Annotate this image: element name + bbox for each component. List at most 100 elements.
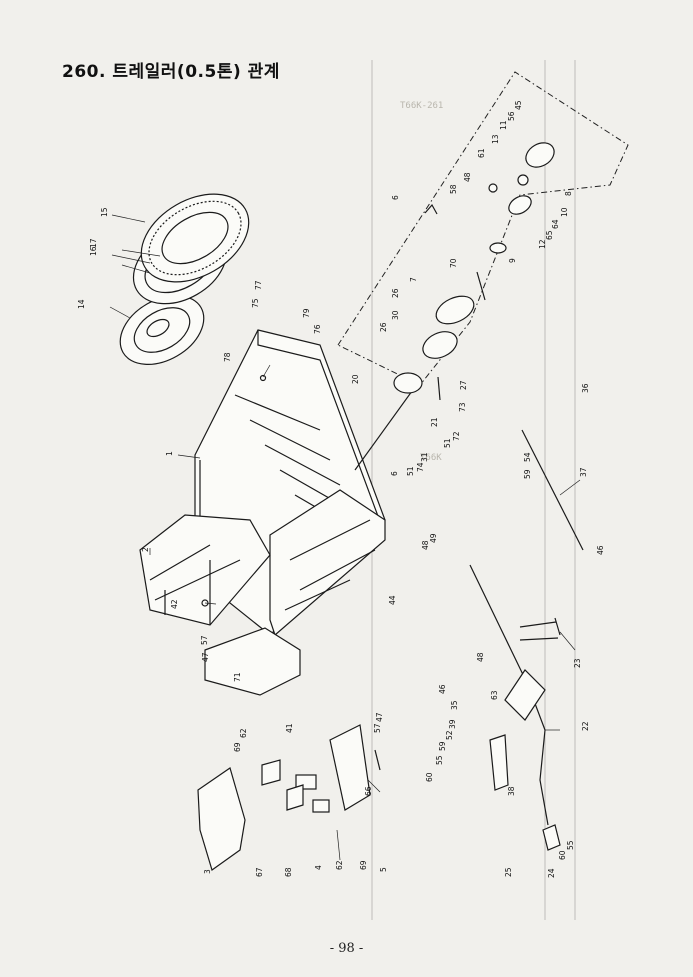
part-label: 52 [445, 730, 454, 740]
part-label: 20 [351, 374, 360, 384]
part-label: 69 [359, 860, 368, 870]
part-label: 21 [430, 417, 439, 427]
part-label: 62 [239, 728, 248, 738]
part-label: 41 [285, 723, 294, 733]
bleed-through-text: T66K [420, 453, 442, 463]
hitch-plate [504, 669, 546, 721]
bleed-through-text: T66K-261 [400, 101, 443, 111]
part-label: 70 [449, 258, 458, 268]
hub-assembly-callout-boundary [337, 71, 629, 386]
trailer-body [139, 329, 386, 696]
part-label: 25 [504, 867, 513, 877]
part-label: 26 [391, 288, 400, 298]
part-label: 60 [558, 850, 567, 860]
part-label: 10 [560, 207, 569, 217]
part-label: 7 [409, 277, 418, 282]
part-label: 79 [302, 308, 311, 318]
part-label: 51 [443, 438, 452, 448]
wheel-rim [119, 295, 205, 365]
part-label: 55 [435, 755, 444, 765]
title-number: 260. [62, 62, 106, 82]
part-label: 2 [141, 547, 150, 552]
part-label: 64 [551, 219, 560, 229]
brake-drum [435, 295, 475, 325]
part-label: 65 [545, 230, 554, 240]
part-label: 59 [523, 469, 532, 479]
part-label: 8 [564, 191, 573, 196]
callout-arrow [424, 203, 438, 215]
axle-assembly [354, 142, 555, 471]
part-label: 27 [459, 380, 468, 390]
part-label: 63 [490, 690, 499, 700]
part-label: 6 [390, 471, 399, 476]
part-label: 57 [373, 723, 382, 733]
part-label: 38 [507, 786, 516, 796]
part-label: 1 [165, 451, 174, 456]
part-label: 23 [573, 658, 582, 668]
coupler [542, 824, 561, 851]
part-label: 44 [388, 595, 397, 605]
bearing-housing [525, 142, 555, 168]
part-label: 42 [170, 599, 179, 609]
drawbar-group [469, 429, 584, 851]
part-label: 6 [391, 195, 400, 200]
title-text: 트레일러(0.5톤) 관계 [112, 62, 280, 82]
part-label: 5 [379, 867, 388, 872]
rear-bumper [204, 627, 301, 696]
part-label: 72 [452, 431, 461, 441]
u-bolt [519, 617, 561, 641]
part-label: 39 [448, 719, 457, 729]
tailgate-frame [139, 514, 271, 626]
part-label: 30 [391, 310, 400, 320]
part-label: 49 [429, 533, 438, 543]
part-label: 46 [438, 684, 447, 694]
part-label: 11 [499, 120, 508, 130]
part-label: 4 [314, 865, 323, 870]
part-label: 58 [449, 184, 458, 194]
part-label: 66 [364, 786, 373, 796]
part-label: 78 [223, 352, 232, 362]
part-label: 31 [420, 452, 429, 462]
part-label: 15 [100, 207, 109, 217]
part-label: 73 [458, 402, 467, 412]
part-label: 45 [514, 100, 523, 110]
part-label: 48 [463, 172, 472, 182]
part-labels: 1 2 3 4 5 6 6 7 8 9 10 11 12 13 14 15 16… [77, 100, 605, 878]
page-number: - 98 - [329, 941, 364, 956]
part-label: 26 [379, 322, 388, 332]
leader-lines [109, 214, 581, 861]
axle-hub [393, 372, 423, 394]
brake-lever [489, 734, 509, 791]
part-label: 24 [547, 868, 556, 878]
mounting-bracket [329, 724, 371, 811]
part-label: 56 [507, 111, 516, 121]
part-label: 67 [255, 867, 264, 877]
part-label: 12 [538, 239, 547, 249]
part-label: 36 [581, 383, 590, 393]
part-label: 61 [477, 148, 486, 158]
part-label: 47 [201, 652, 210, 662]
part-label: 59 [438, 741, 447, 751]
part-label: 17 [89, 238, 98, 248]
part-label: 76 [313, 324, 322, 334]
brake-rod [521, 429, 584, 551]
part-label: 48 [476, 652, 485, 662]
part-label: 62 [335, 860, 344, 870]
part-label: 14 [77, 299, 86, 309]
part-label: 71 [233, 672, 242, 682]
part-label: 60 [425, 772, 434, 782]
part-label: 16 [89, 246, 98, 256]
part-label: 13 [491, 134, 500, 144]
spring-b [312, 799, 330, 813]
bleed-through-table [371, 60, 576, 920]
part-label: 55 [566, 840, 575, 850]
part-label: 46 [596, 545, 605, 555]
part-label: 75 [251, 298, 260, 308]
wheel-group [119, 193, 250, 365]
part-label: 51 [406, 466, 415, 476]
part-label: 57 [200, 635, 209, 645]
part-label: 47 [375, 712, 384, 722]
part-label: 37 [579, 467, 588, 477]
